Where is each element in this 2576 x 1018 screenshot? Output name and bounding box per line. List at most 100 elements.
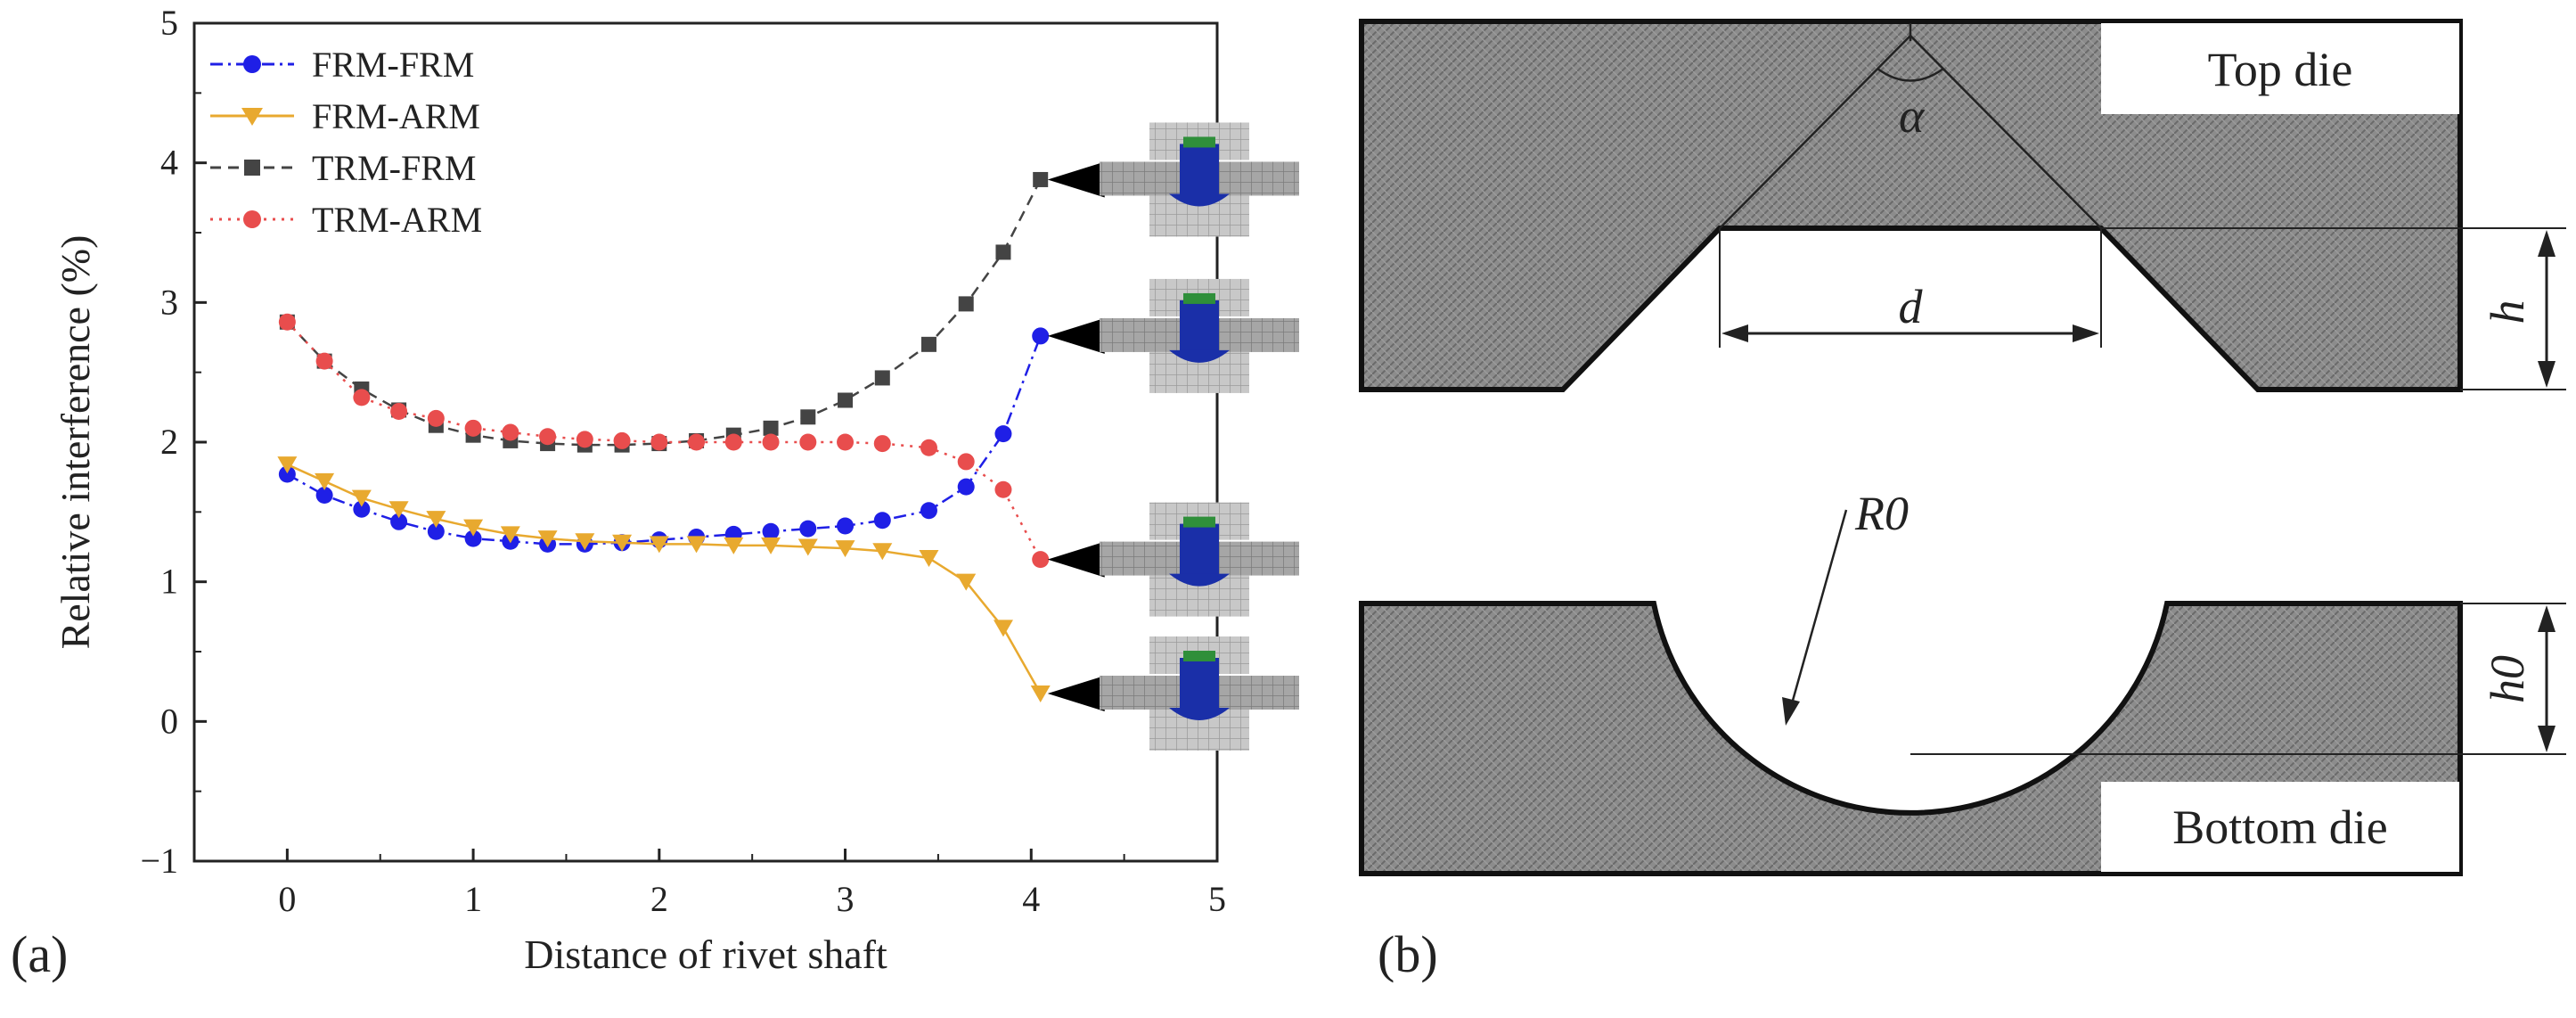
data-point-frm-frm — [994, 425, 1012, 443]
data-point-frm-arm — [872, 543, 893, 561]
x-tick-label: 1 — [464, 879, 482, 919]
y-tick-label: 4 — [160, 143, 178, 183]
r0-arrowhead — [1782, 697, 1800, 726]
data-point-trm-frm — [995, 244, 1011, 260]
thumbnail-rivet-shank — [1180, 300, 1219, 356]
data-point-trm-frm — [958, 296, 974, 312]
data-point-frm-frm — [353, 500, 371, 518]
series-line-frm-arm — [286, 463, 1042, 694]
y-tick-label: −1 — [140, 841, 178, 881]
data-point-trm-frm — [763, 420, 779, 436]
legend-label-trm-frm: TRM-FRM — [312, 148, 477, 188]
y-tick-label: 2 — [160, 422, 178, 462]
y-tick-label: 0 — [160, 701, 178, 741]
data-point-frm-arm — [277, 456, 298, 474]
data-point-frm-arm — [686, 536, 707, 554]
pointer-arrow — [1047, 317, 1105, 354]
data-point-frm-frm — [315, 487, 333, 505]
legend-label-trm-arm: TRM-ARM — [312, 200, 482, 240]
dim-d: d — [1899, 280, 1924, 333]
legend-marker-circle — [243, 210, 261, 228]
bottom-die-label-box — [2101, 782, 2459, 872]
data-point-trm-arm — [539, 428, 557, 446]
legend-item-frm-arm: FRM-ARM — [210, 96, 480, 136]
h-arrowhead-bottom — [2538, 361, 2556, 388]
x-tick-label: 3 — [837, 879, 855, 919]
data-point-trm-frm — [1033, 171, 1049, 187]
legend-item-trm-arm: TRM-ARM — [210, 200, 482, 240]
data-point-frm-frm — [464, 530, 482, 547]
top-die-label: Top die — [2208, 43, 2353, 96]
legend-item-trm-frm: TRM-FRM — [210, 148, 477, 188]
data-point-frm-arm — [1030, 686, 1051, 702]
data-point-frm-arm — [575, 533, 595, 551]
dim-h0: h0 — [2481, 655, 2534, 703]
x-tick-label: 5 — [1208, 879, 1226, 919]
data-point-frm-arm — [388, 501, 409, 519]
data-point-frm-arm — [537, 530, 558, 548]
data-point-trm-arm — [957, 453, 975, 471]
thumbnail-rivet-head — [1169, 708, 1230, 720]
data-point-frm-frm — [762, 522, 780, 540]
panel-a-label: (a) — [11, 925, 68, 983]
data-point-trm-arm — [762, 433, 780, 451]
d-arrowhead-left — [1721, 324, 1748, 342]
data-point-frm-arm — [351, 489, 372, 507]
data-point-trm-arm — [576, 431, 593, 448]
top-die-label-box — [2101, 23, 2459, 114]
y-tick-label: 5 — [160, 3, 178, 43]
data-point-frm-arm — [835, 540, 855, 558]
series-line-frm-frm — [286, 335, 1042, 546]
rivet-thumbnail-frm-arm — [1047, 636, 1299, 751]
rivet-thumbnail-trm-arm — [1047, 502, 1299, 617]
thumbnail-rivet-shank — [1180, 144, 1219, 200]
alpha-construction-line-right — [1910, 35, 2102, 229]
d-arrowhead-right — [2073, 324, 2099, 342]
rivet-thumbnail-frm-frm — [1047, 278, 1299, 393]
dim-alpha: α — [1899, 89, 1926, 143]
thumbnail-collar — [1183, 516, 1215, 528]
data-point-frm-arm — [612, 534, 633, 552]
y-tick-label: 3 — [160, 282, 178, 322]
thumbnail-rivet-head — [1169, 349, 1230, 363]
data-point-trm-arm — [278, 313, 296, 331]
data-point-trm-arm — [837, 433, 855, 451]
data-point-trm-frm — [920, 336, 936, 352]
series-layer — [277, 171, 1051, 702]
thumbnail-collar — [1183, 136, 1215, 148]
dim-R0: R0 — [1854, 487, 1909, 540]
data-point-frm-arm — [463, 519, 484, 537]
thumbnail-rivet-shank — [1180, 523, 1219, 579]
series-line-trm-frm — [286, 178, 1042, 447]
data-point-frm-arm — [761, 537, 781, 554]
data-point-frm-arm — [724, 537, 744, 554]
data-point-frm-arm — [315, 472, 335, 490]
pointer-arrow — [1047, 541, 1105, 578]
data-point-trm-arm — [315, 352, 333, 370]
series-trm-arm — [278, 313, 1050, 569]
data-point-frm-arm — [956, 573, 977, 591]
legend: FRM-FRM FRM-ARM TRM-FRM TRM-ARM — [210, 45, 482, 240]
data-point-frm-frm — [1032, 327, 1050, 345]
pointer-arrow — [1047, 161, 1105, 198]
data-point-trm-arm — [464, 419, 482, 437]
legend-label-frm-frm: FRM-FRM — [312, 45, 474, 85]
data-point-frm-arm — [993, 620, 1013, 637]
data-point-trm-arm — [688, 433, 706, 451]
alpha-construction-line-left — [1719, 35, 1911, 229]
thumbnail-rivet-head — [1169, 193, 1230, 207]
data-point-trm-arm — [920, 439, 937, 456]
legend-marker-triangle — [241, 108, 263, 126]
h-arrowhead-top — [2538, 230, 2556, 257]
bottom-die-label: Bottom die — [2172, 800, 2388, 854]
data-point-trm-arm — [650, 433, 668, 451]
data-point-frm-arm — [919, 550, 939, 568]
data-point-trm-arm — [994, 480, 1012, 498]
thumbnail-collar — [1183, 651, 1215, 661]
pointer-arrow — [1047, 676, 1105, 711]
y-axis-title: Relative interference (%) — [53, 235, 98, 650]
data-point-trm-frm — [800, 409, 816, 425]
rivet-thumbnail-trm-frm — [1047, 122, 1299, 237]
